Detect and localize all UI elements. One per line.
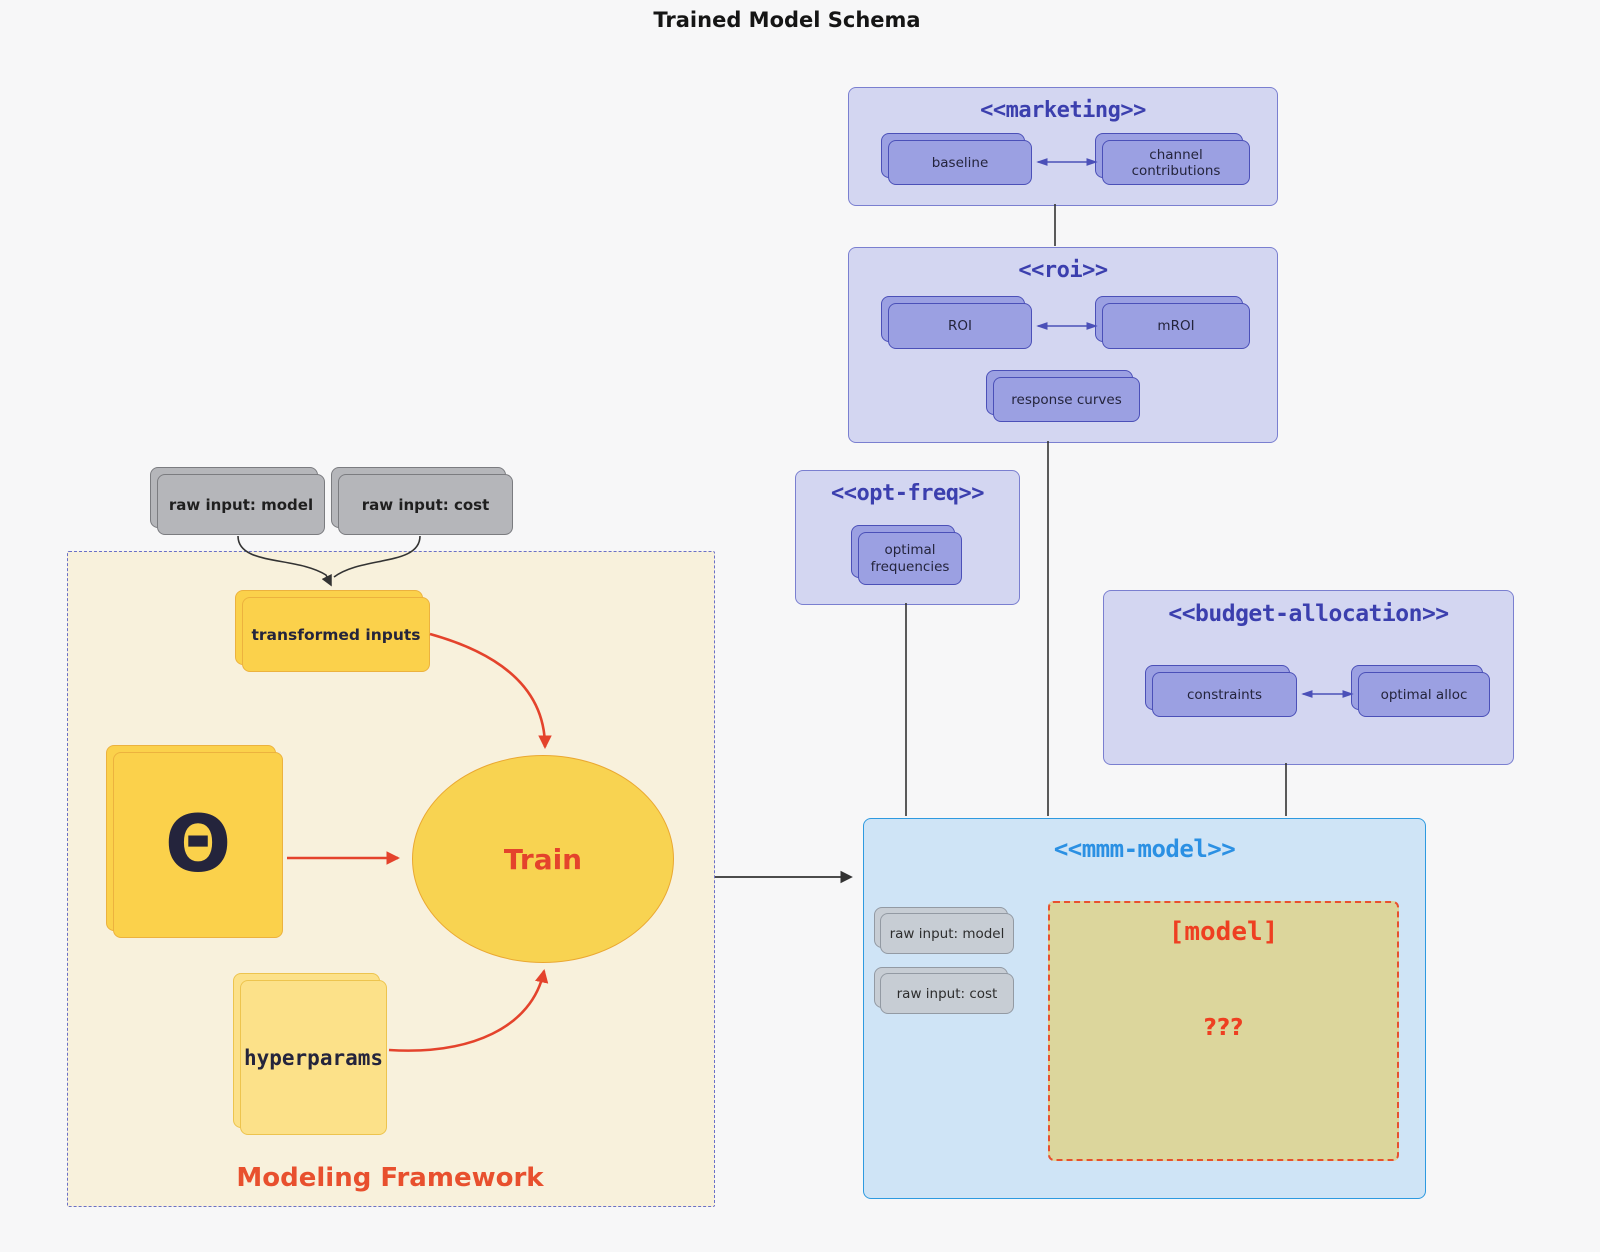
theta-glyph: Θ (113, 752, 283, 938)
group-title: <<opt-freq>> (831, 481, 984, 506)
group-title: <<mmm-model>> (1053, 835, 1236, 863)
node-roi: ROI (881, 296, 1032, 349)
model-placeholder-box: [model] ??? (1048, 901, 1399, 1161)
node-baseline: baseline (881, 133, 1032, 185)
model-box-placeholder: ??? (1203, 1015, 1244, 1041)
node-label: response curves (993, 377, 1140, 422)
node-label: optimal frequencies (858, 532, 962, 585)
node-label: raw input: model (157, 474, 325, 535)
node-theta: Θ (106, 745, 283, 938)
node-transformed-inputs: transformed inputs (235, 590, 430, 672)
group-title: <<roi>> (1018, 258, 1108, 283)
node-label: transformed inputs (242, 597, 430, 672)
node-mmm-raw-input-cost: raw input: cost (874, 967, 1014, 1014)
node-label: constraints (1152, 672, 1297, 717)
node-label: channel contributions (1102, 140, 1250, 185)
node-label: raw input: cost (338, 474, 513, 535)
group-title: <<marketing>> (980, 98, 1146, 123)
node-label: raw input: cost (880, 973, 1014, 1014)
node-optimal-frequencies: optimal frequencies (851, 525, 962, 585)
node-raw-input-cost: raw input: cost (331, 467, 513, 535)
node-channel-contributions: channel contributions (1095, 133, 1250, 185)
node-train: Train (412, 755, 674, 963)
node-label: baseline (888, 140, 1032, 185)
node-label: Train (503, 842, 583, 876)
node-label: hyperparams (240, 980, 387, 1135)
node-hyperparams: hyperparams (233, 973, 387, 1135)
modeling-framework-label: Modeling Framework (236, 1163, 544, 1193)
node-label: raw input: model (880, 913, 1014, 954)
group-title: <<budget-allocation>> (1168, 601, 1449, 627)
node-label: ROI (888, 303, 1032, 349)
model-box-title: [model] (1168, 917, 1279, 947)
node-optimal-alloc: optimal alloc (1351, 665, 1490, 717)
node-raw-input-model: raw input: model (150, 467, 325, 535)
node-label: optimal alloc (1358, 672, 1490, 717)
group-mmm-model: <<mmm-model>> raw input: model raw input… (863, 818, 1426, 1199)
diagram-title: Trained Model Schema (653, 8, 921, 32)
node-mroi: mROI (1095, 296, 1250, 349)
node-response-curves: response curves (986, 370, 1140, 422)
node-label: mROI (1102, 303, 1250, 349)
node-constraints: constraints (1145, 665, 1297, 717)
node-mmm-raw-input-model: raw input: model (874, 907, 1014, 954)
